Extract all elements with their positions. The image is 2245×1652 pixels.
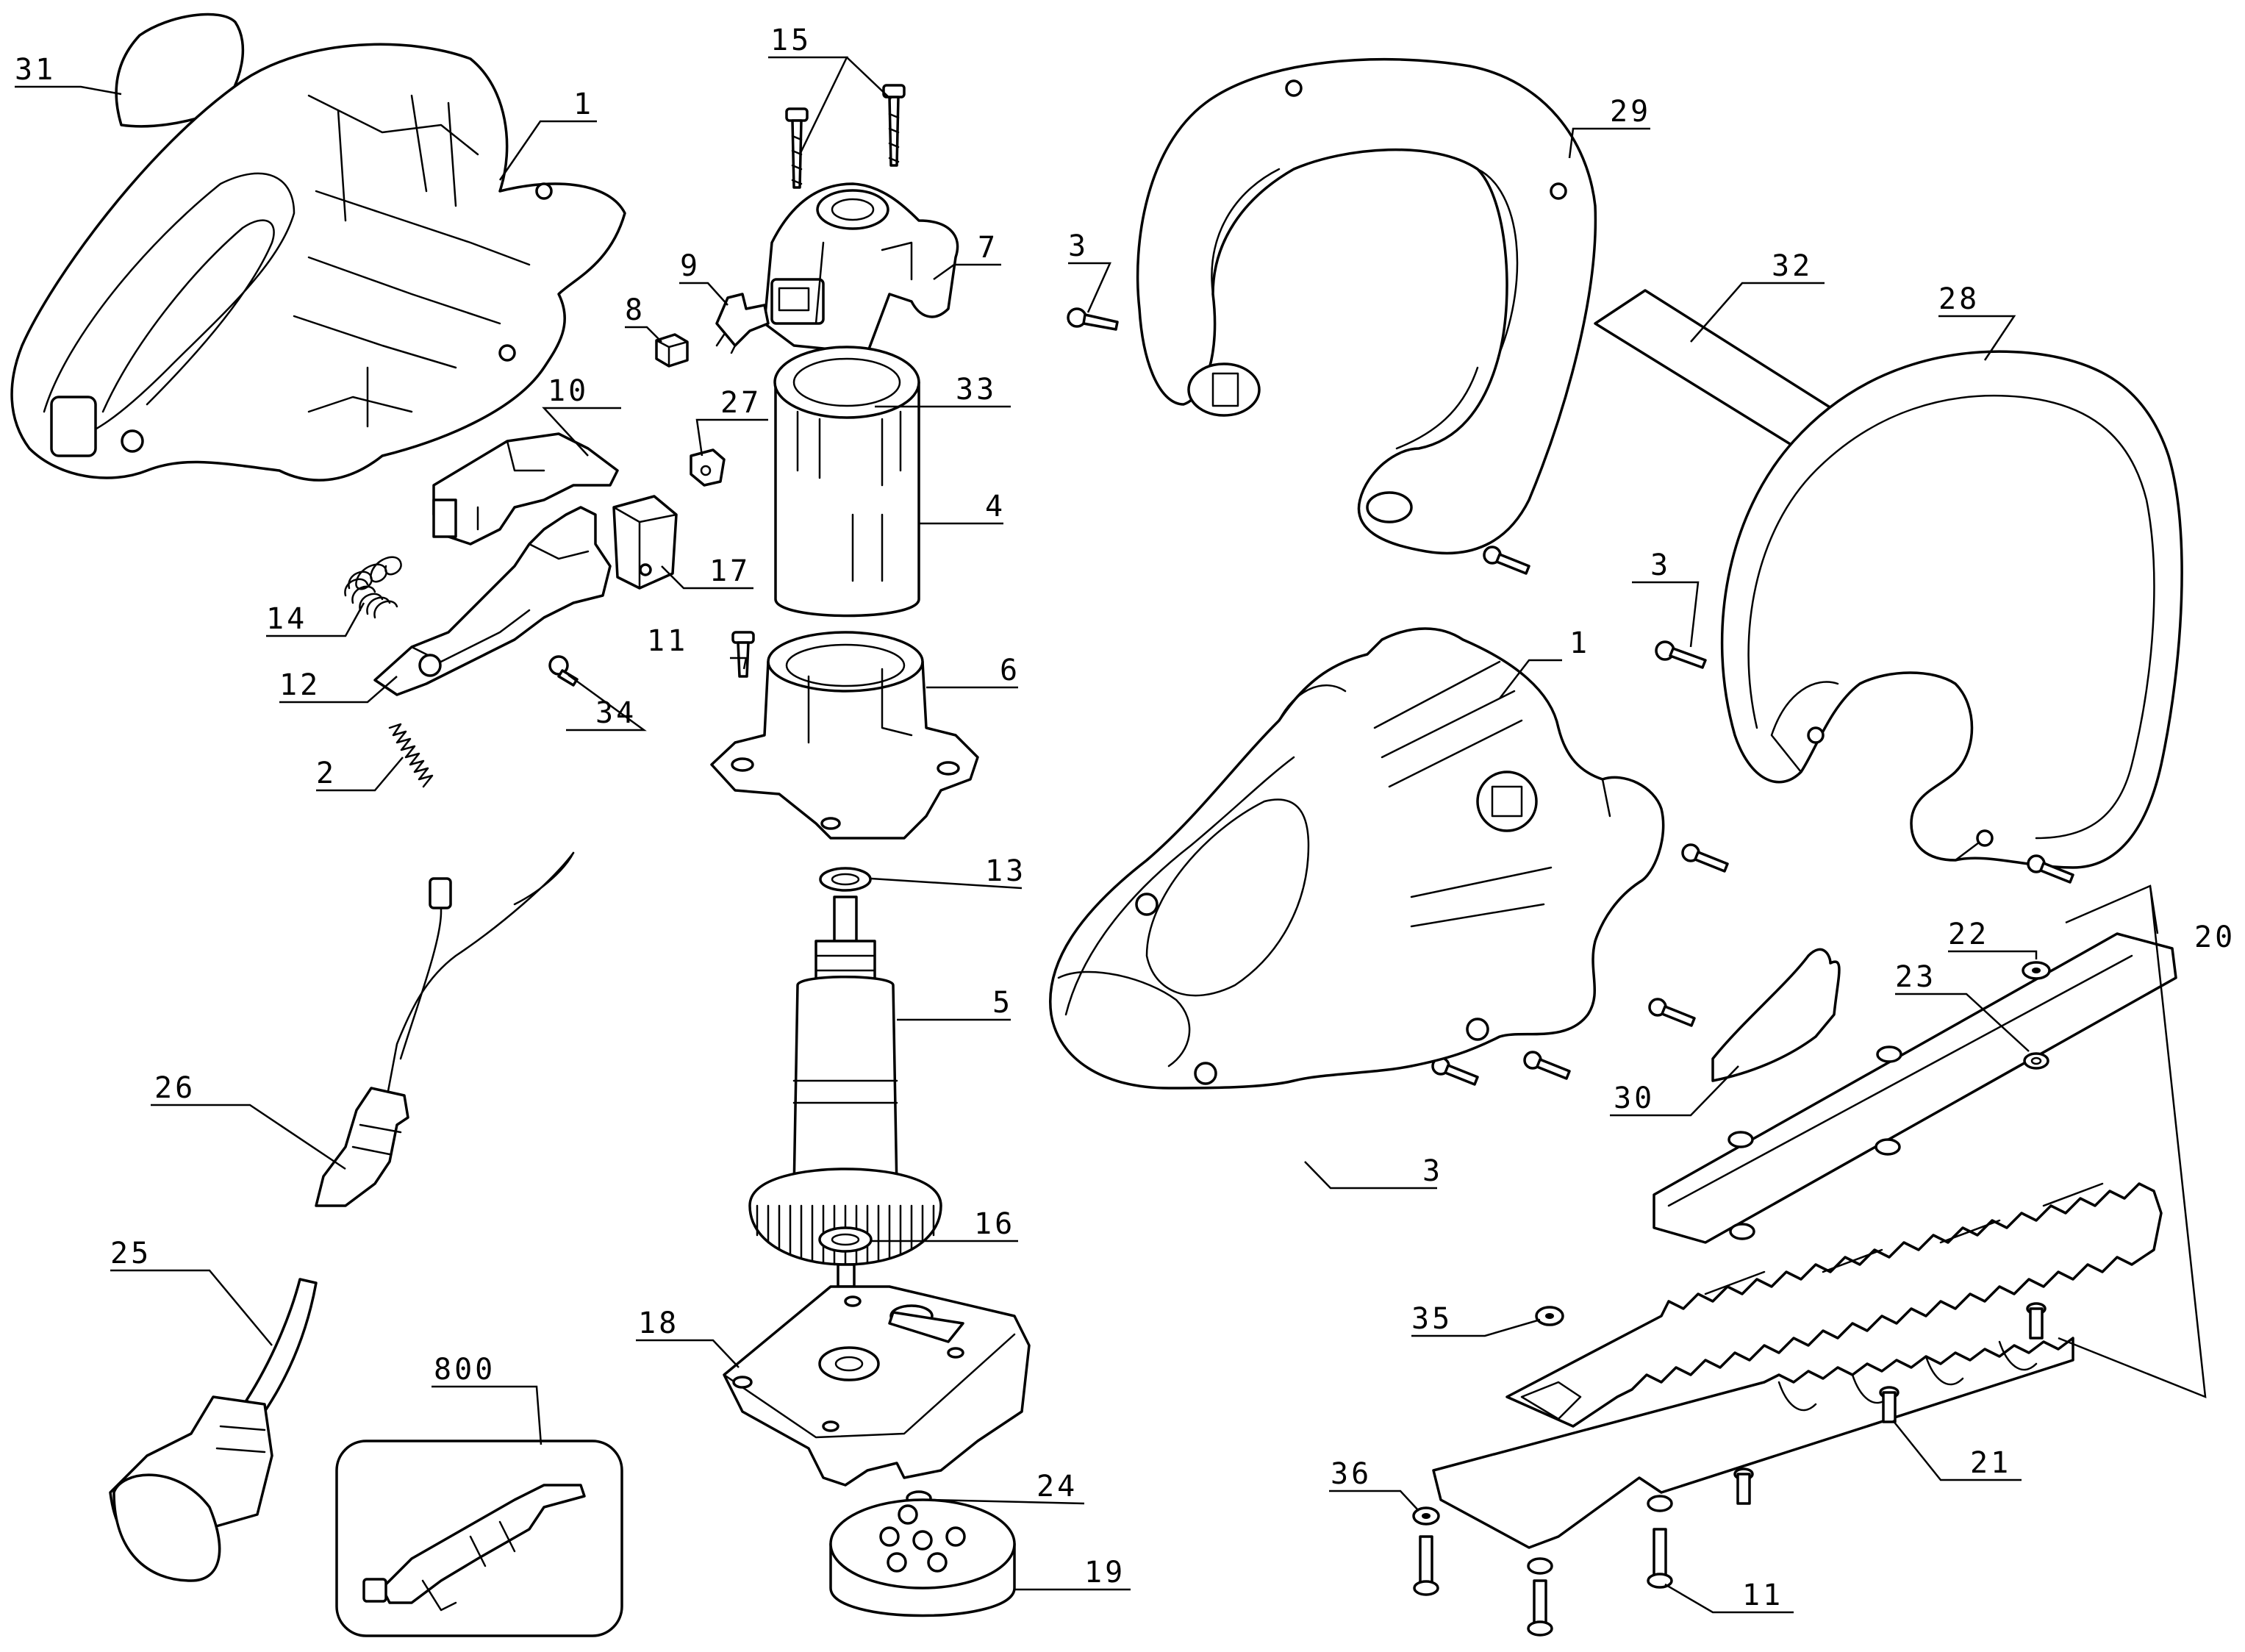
part-22-nut [2022,961,2051,980]
part-3-screw-mid [1655,640,1707,669]
part-13-washer [819,867,872,892]
label-24: 24 [1036,1470,1078,1503]
part-10-lockoff [432,432,619,546]
part-800-cord-retainer [335,1440,623,1637]
label-36: 36 [1331,1457,1372,1491]
part-2-spring [388,723,434,788]
part-12-trigger [373,506,612,696]
label-34: 34 [595,696,637,730]
part-7-brush-holder [763,182,959,354]
part-20-blade-assembly [1432,884,2207,1549]
label-10: 10 [548,374,589,408]
label-3-top: 3 [1068,229,1089,263]
label-4: 4 [985,490,1006,523]
label-22: 22 [1948,918,1989,951]
part-28-blade-guard [1720,350,2183,869]
part-32-label [1594,289,1847,450]
part-26-cord [315,851,575,1207]
label-1-left: 1 [573,87,594,121]
label-26: 26 [154,1071,196,1105]
label-30: 30 [1614,1081,1655,1115]
label-11-right: 11 [1742,1578,1783,1612]
part-21-bolt [1733,1302,2047,1505]
part-34-screw [548,655,579,687]
label-6: 6 [1000,654,1020,687]
label-800: 800 [434,1353,495,1387]
part-11-screw-left [731,631,755,678]
label-21: 21 [1970,1446,2011,1480]
label-5: 5 [992,986,1013,1020]
part-35-washer [1535,1306,1564,1326]
label-8: 8 [625,293,645,327]
part-4-field-housing [773,346,920,618]
part-6-motor-mount [710,631,979,840]
part-30-decal [1711,948,1841,1082]
part-1-housing-right [1049,627,1665,1090]
label-19: 19 [1084,1556,1125,1590]
leader-lines [15,56,2038,1614]
part-25-cord-plug [109,1278,318,1582]
label-3-mid: 3 [1650,548,1671,582]
label-13: 13 [985,854,1026,888]
label-20: 20 [2194,920,2235,954]
part-8-brush [655,333,689,368]
label-18: 18 [638,1306,679,1340]
part-23-washer [2023,1052,2049,1070]
label-29: 29 [1610,95,1651,129]
label-15: 15 [770,24,812,57]
part-1-housing-left [10,43,626,482]
part-29-front-handle [1136,57,1597,555]
label-2: 2 [316,757,337,790]
label-32: 32 [1772,249,1813,283]
part-labels: 31 1 15 7 9 8 33 27 10 4 14 17 11 6 12 3… [15,24,2235,1612]
blade-nuts [1727,1045,1902,1240]
part-14-spring [344,556,402,619]
part-17-switch [612,495,678,590]
label-28: 28 [1938,282,1980,316]
label-3-bottom: 3 [1422,1154,1443,1188]
label-1-right: 1 [1569,626,1590,660]
part-11-bolts-right [1413,1495,1673,1637]
label-23: 23 [1895,960,1936,994]
label-16: 16 [974,1207,1015,1241]
label-27: 27 [720,386,762,420]
label-7: 7 [978,231,998,265]
part-36-washer [1412,1506,1440,1526]
part-19-gear [829,1498,1016,1617]
label-33: 33 [956,373,997,407]
part-15-screws [785,84,906,189]
part-3-screw-top [1067,307,1119,331]
label-9: 9 [680,249,701,283]
label-14: 14 [266,602,307,636]
part-18-gear-case [723,1285,1031,1487]
label-31: 31 [15,53,56,87]
label-25: 25 [110,1237,151,1270]
part-9-terminal [715,293,770,354]
label-35: 35 [1411,1302,1453,1336]
housing-screws [1431,546,2074,1086]
label-11-left: 11 [647,624,688,658]
part-16-washer [818,1226,873,1253]
label-12: 12 [279,668,321,702]
label-17: 17 [709,554,751,588]
part-27-terminal [690,448,726,487]
